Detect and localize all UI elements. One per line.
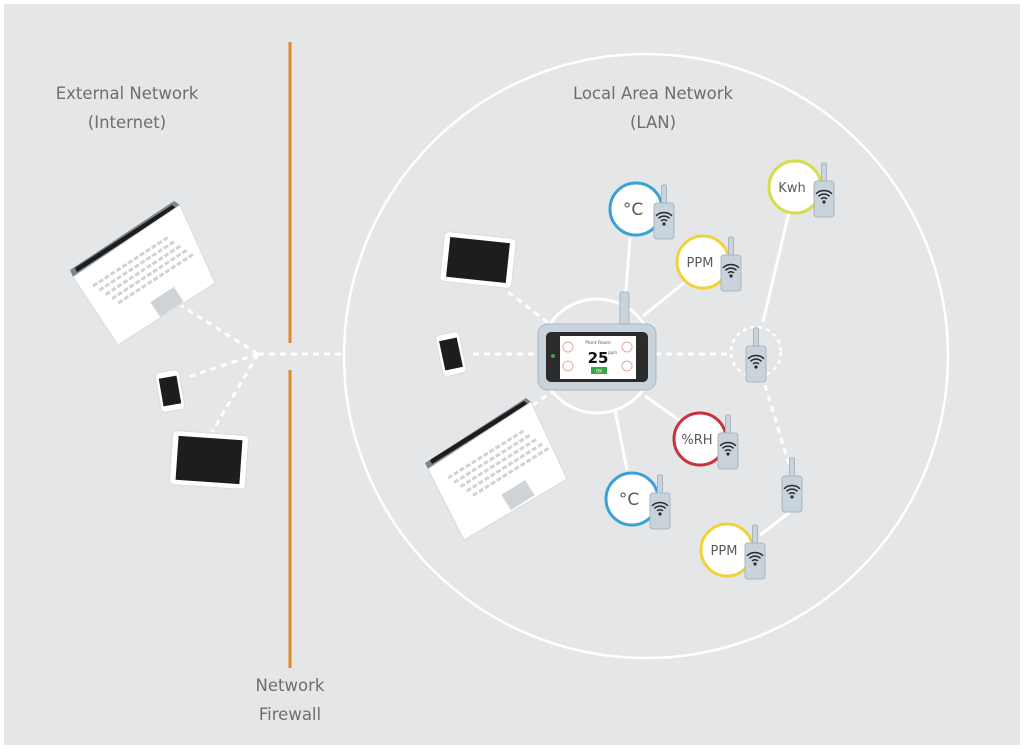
firewall-label: Network [256,676,325,695]
firewall-sublabel: Firewall [259,705,321,724]
temperature-sensor-bottom: °C [604,471,670,529]
lan-sublabel: (LAN) [630,113,676,132]
lan-tablet [439,231,517,289]
external-tablet [168,430,250,490]
central-controller: Plant Room 25 ppm OK [537,291,657,415]
hub-reading-unit: ppm [608,350,617,355]
external-network-label: External Network [56,84,199,103]
repeater-node-middle [729,325,783,382]
temperature-sensor-bottom-label: °C [619,490,639,510]
lan-smartphone [435,331,467,377]
ppm-sensor-bottom: PPM [699,522,765,579]
hub-status-label: OK [596,369,604,375]
lan-label: Local Area Network [573,84,734,103]
temperature-sensor-top: °C [608,181,674,239]
ppm-sensor-bottom-label: PPM [711,544,738,559]
humidity-sensor-label: %RH [681,433,712,448]
external-laptop [70,201,216,346]
ppm-sensor-top: PPM [675,234,741,291]
energy-sensor: Kwh [767,159,834,217]
hub-reading-value: 25 [588,349,609,367]
temperature-sensor-top-label: °C [623,200,643,220]
hub-room-label: Plant Room [585,340,611,346]
energy-sensor-label: Kwh [778,181,805,196]
external-network-sublabel: (Internet) [88,113,166,132]
external-smartphone [154,369,186,413]
ppm-sensor-top-label: PPM [687,256,714,271]
lan-laptop [425,398,568,541]
humidity-sensor: %RH [672,411,738,469]
lan-boundary-circle [342,52,950,660]
